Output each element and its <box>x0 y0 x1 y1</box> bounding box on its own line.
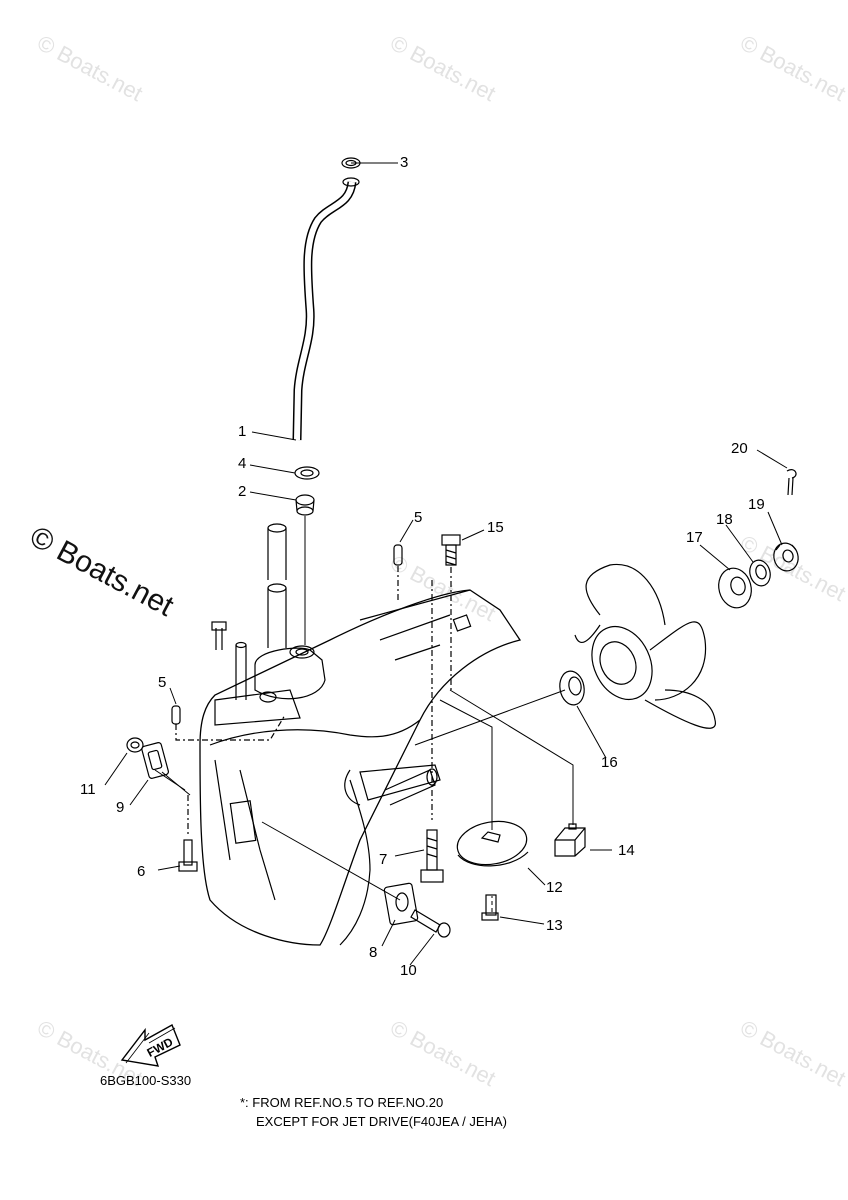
water-tube <box>292 177 360 441</box>
trim-tab <box>456 820 529 867</box>
callout-15: 15 <box>487 519 504 536</box>
bolt <box>420 829 444 883</box>
leader-lines <box>104 162 788 966</box>
callout-11: 11 <box>80 781 96 798</box>
callout-5a: 5 <box>414 509 423 526</box>
callout-2: 2 <box>238 483 247 500</box>
footnote-line-1: *: FROM REF.NO.5 TO REF.NO.20 <box>240 1095 444 1110</box>
callout-8: 8 <box>369 944 378 961</box>
callout-6: 6 <box>137 863 146 880</box>
spacer <box>718 567 752 609</box>
propeller <box>574 563 716 729</box>
drive-shaft <box>211 523 326 726</box>
grommet <box>383 882 419 926</box>
cotter-pin <box>786 469 797 496</box>
dowel-pin <box>171 705 181 725</box>
fwd-arrow: FWD <box>120 1024 181 1067</box>
callout-20: 20 <box>731 440 748 457</box>
footnote: *: FROM REF.NO.5 TO REF.NO.20 EXCEPT FOR… <box>240 1093 507 1131</box>
seal <box>294 466 320 480</box>
callout-18: 18 <box>716 511 733 528</box>
callout-13: 13 <box>546 917 563 934</box>
nut <box>126 737 144 753</box>
callout-10: 10 <box>400 962 417 979</box>
callout-4: 4 <box>238 455 247 472</box>
callout-14: 14 <box>618 842 635 859</box>
callout-12: 12 <box>546 879 563 896</box>
footnote-line-2: EXCEPT FOR JET DRIVE(F40JEA / JEHA) <box>256 1114 507 1129</box>
thrust-washer <box>559 670 585 706</box>
bolt <box>481 894 499 921</box>
propeller-shaft <box>384 768 438 806</box>
callout-1: 1 <box>238 423 247 440</box>
lower-casing <box>199 589 522 946</box>
diagram-code: 6BGB100-S330 <box>100 1073 192 1088</box>
bolt <box>178 839 198 872</box>
anode <box>554 823 586 857</box>
washer <box>749 559 771 587</box>
tube-grommet <box>295 494 315 516</box>
bolt <box>441 534 461 566</box>
callout-9: 9 <box>116 799 125 816</box>
bolt <box>410 909 451 938</box>
callout-7: 7 <box>379 851 388 868</box>
callout-17: 17 <box>686 529 703 546</box>
callout-16: 16 <box>601 754 618 771</box>
callout-19: 19 <box>748 496 765 513</box>
propeller-nut <box>773 542 799 572</box>
callout-3: 3 <box>400 154 409 171</box>
dowel-pin <box>393 544 403 566</box>
callout-5b: 5 <box>158 674 167 691</box>
grommet <box>141 742 169 779</box>
